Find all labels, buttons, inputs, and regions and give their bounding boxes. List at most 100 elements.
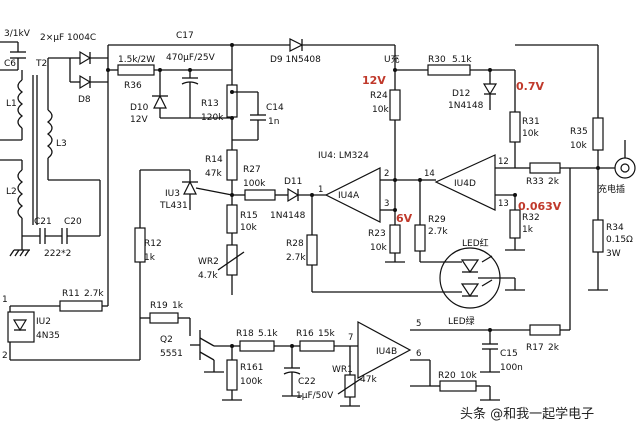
r36-label: R36 xyxy=(124,81,142,91)
r32-value: 1k xyxy=(522,225,534,235)
r32-resistor xyxy=(509,209,521,239)
voltage-annotations: 12V 0.7V 6V 0.063V xyxy=(362,74,562,225)
r18-resistor xyxy=(239,340,275,352)
r15-resistor xyxy=(226,204,238,234)
c17-value: 470μF/25V xyxy=(166,53,216,63)
voltage-12v: 12V xyxy=(362,74,386,87)
r33-label: R33 xyxy=(526,177,544,187)
d10-label: D10 xyxy=(130,103,149,113)
watermark: 头条 @和我一起学电子 xyxy=(460,406,594,422)
pin-5: 5 xyxy=(416,319,421,329)
pin-6: 6 xyxy=(416,349,421,359)
iu3-tl431 xyxy=(183,180,197,195)
r20-resistor xyxy=(439,380,477,392)
bridge-label: 2×μF 1004C xyxy=(40,33,96,43)
r27-label: R27 xyxy=(243,165,261,175)
c21-c20-value: 222*2 xyxy=(44,249,71,259)
iu4d-opamp xyxy=(434,154,496,211)
r35-value: 10k xyxy=(570,141,587,151)
d12-label: D12 xyxy=(452,89,470,99)
t2-label: T2 xyxy=(35,59,47,69)
iu4b-section xyxy=(140,168,571,407)
r19-value: 1k xyxy=(172,301,184,311)
r161-value: 100k xyxy=(240,377,263,387)
iu4a-label: IU4A xyxy=(338,191,360,201)
r17-label: R17 xyxy=(526,343,544,353)
wr1-label: WR1 xyxy=(332,365,353,375)
iu2-label: IU2 xyxy=(36,317,51,327)
c20-label: C20 xyxy=(64,217,82,227)
voltage-0-7v: 0.7V xyxy=(516,80,544,93)
r27-resistor xyxy=(244,189,276,201)
c15-value: 100n xyxy=(500,363,523,373)
c22-value: 1μF/50V xyxy=(296,391,334,401)
d10-value: 12V xyxy=(130,115,148,125)
r30-label: R30 xyxy=(428,55,446,65)
q2-label: Q2 xyxy=(160,335,173,345)
l2-coil xyxy=(17,169,24,219)
r15-value: 10k xyxy=(240,223,257,233)
r16-resistor xyxy=(299,340,335,352)
transformer-section xyxy=(0,41,101,257)
r20-label: R20 xyxy=(438,371,456,381)
r36-value: 1.5k/2W xyxy=(118,55,155,65)
d9-label: D9 1N5408 xyxy=(270,55,321,65)
c17-label: C17 xyxy=(176,31,194,41)
iu4d-label: IU4D xyxy=(454,179,476,189)
r16-label: R16 xyxy=(296,329,314,339)
r30-value: 5.1k xyxy=(452,55,472,65)
d8-label: D8 xyxy=(78,95,91,105)
r27-value: 100k xyxy=(243,179,266,189)
iu4b-opamp xyxy=(357,320,412,380)
r24-value: 10k xyxy=(372,105,389,115)
d12-diode xyxy=(482,83,498,96)
r34-value: 0.15Ω xyxy=(606,235,633,245)
q2-value: 5551 xyxy=(160,349,183,359)
r29-resistor xyxy=(414,224,426,252)
iu4b-label: IU4B xyxy=(376,347,397,357)
led-red-label: LED红 xyxy=(462,237,489,249)
r161-resistor xyxy=(226,359,238,391)
pin-7: 7 xyxy=(348,333,353,343)
l3-label: L3 xyxy=(56,139,67,149)
r33-resistor xyxy=(529,162,561,174)
charge-jack-label: 充电插 xyxy=(598,183,625,195)
l1-coil xyxy=(17,79,24,129)
r13-value: 120k xyxy=(201,113,224,123)
pin-2: 2 xyxy=(384,169,389,179)
r11-label: R11 xyxy=(62,289,80,299)
r34-resistor xyxy=(592,219,604,253)
r29-value: 2.7k xyxy=(428,227,448,237)
r11-resistor xyxy=(59,300,103,312)
d11-label: D11 xyxy=(284,177,302,187)
r23-resistor xyxy=(389,224,401,254)
d11-diode xyxy=(287,187,300,203)
r24-label: R24 xyxy=(370,91,388,101)
pin-3: 3 xyxy=(384,199,389,209)
r19-resistor xyxy=(149,312,179,324)
iu3-value: TL431 xyxy=(159,201,188,211)
wr1-value: 47k xyxy=(360,375,377,385)
voltage-0-063v: 0.063V xyxy=(518,200,562,213)
c21-label: C21 xyxy=(34,217,52,227)
r28-value: 2.7k xyxy=(286,253,306,263)
r13-label: R13 xyxy=(201,99,219,109)
feedback-section xyxy=(7,82,233,361)
r24-resistor xyxy=(389,89,401,121)
r23-label: R23 xyxy=(368,229,386,239)
r31-label: R31 xyxy=(522,117,540,127)
r28-resistor xyxy=(306,234,318,266)
r34-label: R34 xyxy=(606,223,624,233)
r35-label: R35 xyxy=(570,127,588,137)
c14-value: 1n xyxy=(268,117,279,127)
wr2-value: 4.7k xyxy=(198,271,218,281)
r23-value: 10k xyxy=(370,243,387,253)
r17-value: 2k xyxy=(548,343,560,353)
rectifier-section xyxy=(69,38,395,295)
iu4d-section xyxy=(393,44,636,291)
pin-12: 12 xyxy=(498,157,509,167)
u-charge-label: U充 xyxy=(384,53,400,65)
r32-label: R32 xyxy=(522,213,540,223)
r28-label: R28 xyxy=(286,239,304,249)
